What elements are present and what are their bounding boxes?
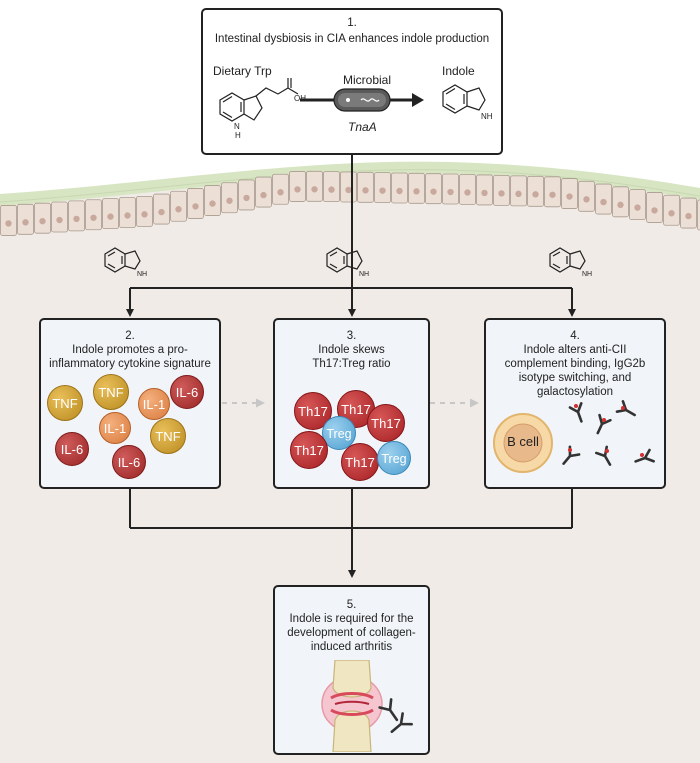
enzyme-label: TnaA xyxy=(348,120,377,134)
epithelial-nucleus xyxy=(277,189,284,196)
indole-nh-left: NH xyxy=(137,271,147,278)
epithelial-nucleus xyxy=(532,191,539,198)
epithelial-nucleus xyxy=(362,187,369,194)
cytokine-tnf: TNF xyxy=(47,385,83,421)
treg-cell: Treg xyxy=(377,441,411,475)
epithelial-nucleus xyxy=(549,191,556,198)
cytokine-il-6: IL-6 xyxy=(170,375,204,409)
step3-number: 3. xyxy=(346,330,357,342)
arthritic-joint-icon xyxy=(321,660,413,752)
epithelial-nucleus xyxy=(39,217,46,225)
epithelial-nucleus xyxy=(447,188,454,196)
epithelial-nucleus xyxy=(396,187,403,195)
step4-title-line1: Indole alters anti-CII xyxy=(523,344,627,356)
epithelial-nucleus xyxy=(379,187,386,194)
step4-title-line4: galactosylation xyxy=(536,386,614,398)
epithelial-nucleus xyxy=(634,204,641,211)
epithelial-nucleus xyxy=(464,189,471,196)
indole-nh-center: NH xyxy=(359,271,369,278)
th17-cell: Th17 xyxy=(290,431,328,469)
cytokine-il-1: IL-1 xyxy=(138,388,170,420)
b-cell-label: B cell xyxy=(507,434,539,449)
epithelial-nucleus xyxy=(685,212,692,220)
epithelial-nucleus xyxy=(328,186,335,193)
th17-cell: Th17 xyxy=(367,404,405,442)
cytokine-tnf: TNF xyxy=(93,374,129,410)
step1-title: Intestinal dysbiosis in CIA enhances ind… xyxy=(214,33,490,45)
epithelial-nucleus xyxy=(515,190,522,198)
epithelial-nucleus xyxy=(141,211,148,218)
atom-nh: NH xyxy=(481,112,493,121)
indole-molecule-center: NH xyxy=(326,247,369,278)
epithelial-nucleus xyxy=(617,201,624,209)
epithelial-nucleus xyxy=(583,196,590,203)
epithelial-nucleus xyxy=(243,194,250,202)
b-cell-icon xyxy=(493,413,553,473)
epithelial-nucleus xyxy=(651,207,658,214)
epithelial-nucleus xyxy=(5,220,12,227)
epithelial-nucleus xyxy=(22,219,29,226)
step3-title-line1: Indole skews xyxy=(318,344,385,356)
cytokine-il-6: IL-6 xyxy=(112,445,146,479)
cytokine-il-1: IL-1 xyxy=(99,412,131,444)
step1-number: 1. xyxy=(347,17,357,29)
indole-structure-top: NH xyxy=(442,84,493,121)
step2-title-line2: inflammatory cytokine signature xyxy=(49,358,211,370)
epithelial-nucleus xyxy=(668,210,675,217)
tryptophan-structure: N H OH xyxy=(219,78,306,140)
epithelial-nucleus xyxy=(345,186,352,194)
th17-cell: Th17 xyxy=(294,392,332,430)
epithelial-nucleus xyxy=(260,191,267,199)
step5-title-line2: development of collagen- xyxy=(287,627,416,639)
step5-title-line3: induced arthritis xyxy=(310,641,393,653)
epithelial-nucleus xyxy=(90,214,97,221)
th17-cell: Th17 xyxy=(341,443,379,481)
epithelial-cell xyxy=(697,199,700,231)
step4-title-line3: isotype switching, and xyxy=(518,372,632,384)
epithelial-nucleus xyxy=(481,189,488,197)
atom-h: H xyxy=(235,131,241,140)
epithelial-nucleus xyxy=(600,198,607,206)
substrate-label: Dietary Trp xyxy=(213,64,272,78)
epithelial-nucleus xyxy=(430,188,437,195)
cytokine-il-6: IL-6 xyxy=(55,432,89,466)
product-label: Indole xyxy=(442,64,475,78)
indole-molecule-left: NH xyxy=(104,247,147,278)
epithelial-nucleus xyxy=(498,190,505,197)
step3-title-line2: Th17:Treg ratio xyxy=(312,358,391,370)
antibody-cluster-icon xyxy=(562,400,655,466)
microbe-reaction-arrow xyxy=(300,88,424,112)
indole-nh-right: NH xyxy=(582,271,592,278)
epithelial-nucleus xyxy=(192,203,199,210)
epithelial-nucleus xyxy=(209,200,216,207)
epithelial-nucleus xyxy=(226,197,233,204)
step4-title-line2: complement binding, IgG2b xyxy=(504,358,646,370)
step4-number: 4. xyxy=(570,330,580,342)
intestinal-epithelium xyxy=(0,170,700,236)
epithelial-nucleus xyxy=(107,213,114,220)
epithelial-nucleus xyxy=(311,186,318,193)
epithelial-nucleus xyxy=(175,206,182,213)
enzyme-group-label: Microbial xyxy=(343,73,392,87)
epithelial-nucleus xyxy=(158,208,165,216)
epithelial-nucleus xyxy=(294,186,301,193)
epithelial-nucleus xyxy=(56,216,63,224)
step5-number: 5. xyxy=(346,599,357,611)
epithelial-nucleus xyxy=(124,212,131,219)
epithelial-nucleus xyxy=(566,193,573,200)
step2-number: 2. xyxy=(125,330,135,342)
step5-title-line1: Indole is required for the xyxy=(289,613,414,625)
cytokine-tnf: TNF xyxy=(150,418,186,454)
epithelial-nucleus xyxy=(73,215,80,223)
step2-title-line1: Indole promotes a pro- xyxy=(72,344,188,356)
atom-n: N xyxy=(234,122,240,131)
gut-lumen xyxy=(0,161,700,206)
step1-box xyxy=(201,8,503,155)
indole-molecule-right: NH xyxy=(549,247,592,278)
epithelial-nucleus xyxy=(413,188,420,195)
